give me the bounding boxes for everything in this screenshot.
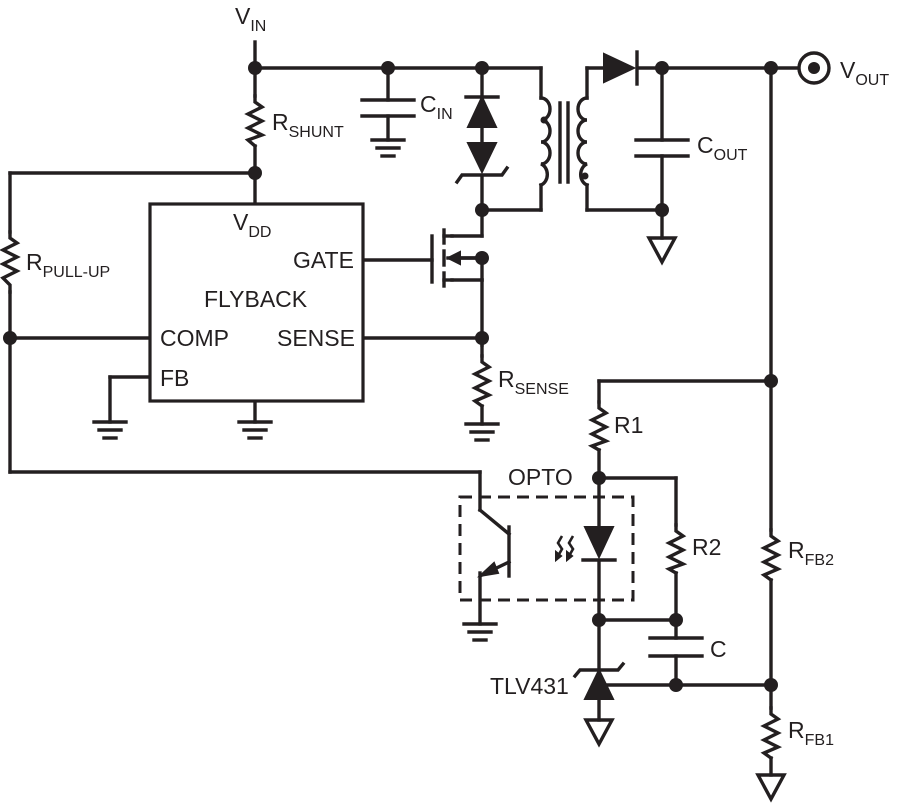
rsense-resistor [471, 354, 494, 409]
labels: VIN VOUT RSHUNT CIN COUT RPULL-UP VDD GA… [26, 3, 889, 749]
optocoupler [458, 495, 635, 602]
ground-symbols [92, 138, 787, 803]
rpullup-resistor [0, 230, 21, 294]
cin-label: CIN [420, 91, 453, 123]
c-label: C [710, 636, 727, 662]
vdd-pin-label: VDD [233, 209, 271, 241]
cin-capacitor [360, 98, 416, 118]
rsense-ground-icon [464, 422, 500, 442]
cin-ground-icon [370, 138, 406, 158]
clamp-zener [454, 142, 510, 185]
power-mosfet [430, 228, 484, 288]
r2-label: R2 [692, 534, 721, 560]
flyback-label: FLYBACK [204, 286, 308, 312]
vout-label: VOUT [840, 57, 889, 89]
tlv431-label: TLV431 [490, 673, 569, 699]
rsense-label: RSENSE [498, 366, 569, 398]
sense-pin-label: SENSE [277, 325, 355, 351]
cout-capacitor [634, 138, 690, 158]
junction-dots [3, 61, 778, 692]
rfb1-resistor [760, 706, 783, 761]
tlv-ground-icon [583, 718, 615, 748]
rpullup-label: RPULL-UP [26, 249, 110, 281]
wires [8, 40, 802, 777]
vout-terminal [797, 51, 831, 85]
vin-label: VIN [235, 3, 266, 35]
rfb1-ground-icon [755, 773, 787, 803]
fb-pin-label: FB [160, 365, 189, 391]
flyback-controller-ic [148, 202, 365, 403]
opto-ground-icon [462, 622, 498, 642]
ic-ground-icon [237, 420, 273, 440]
gate-pin-label: GATE [293, 247, 354, 273]
rshunt-resistor [244, 94, 267, 149]
opto-label: OPTO [508, 464, 573, 490]
r1-label: R1 [614, 412, 643, 438]
flyback-transformer [538, 96, 590, 188]
r2-resistor [664, 523, 688, 576]
c-capacitor [648, 636, 704, 658]
rfb1-label: RFB1 [788, 717, 834, 749]
rfb2-label: RFB2 [788, 537, 834, 569]
r1-resistor [587, 400, 611, 453]
cout-ground-icon [646, 236, 678, 266]
output-diode [603, 50, 639, 86]
clamp-diode [464, 94, 500, 128]
fb-ground-icon [92, 420, 128, 440]
rfb2-resistor [760, 528, 783, 583]
cout-label: COUT [697, 132, 748, 164]
rshunt-label: RSHUNT [272, 109, 344, 141]
comp-pin-label: COMP [160, 325, 229, 351]
tlv431-reference [572, 661, 626, 700]
